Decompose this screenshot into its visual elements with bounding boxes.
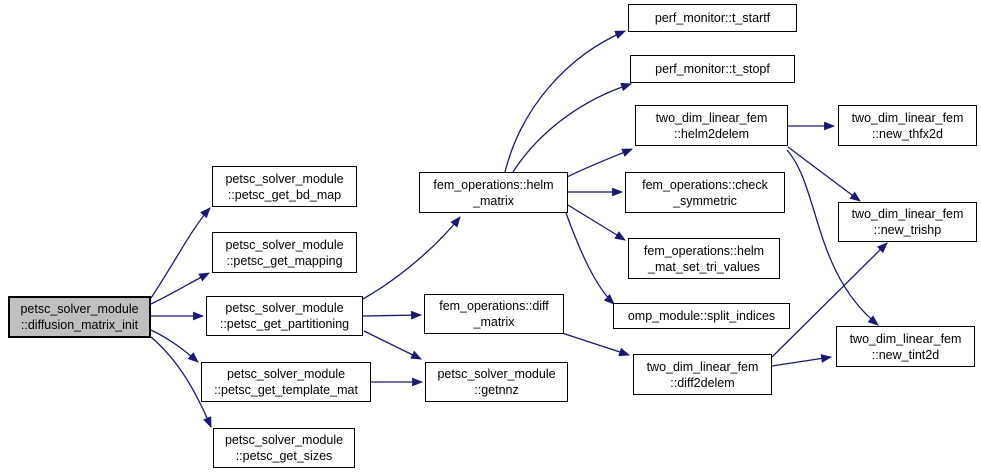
edge-helm-matrix-to-helm-mat-set-tri-values: [567, 204, 626, 241]
edge-diff2delem-to-new-trishp: [771, 242, 888, 358]
node-label: petsc_solver_module ::diffusion_matrix_i…: [20, 302, 139, 332]
node-label: two_dim_linear_fem ::new_tint2d: [849, 331, 962, 362]
edge-petsc-get-partitioning-to-helm-matrix: [362, 216, 461, 300]
node-label: two_dim_linear_fem ::new_trishp: [851, 207, 964, 237]
node-label: petsc_solver_module ::petsc_get_sizes: [224, 433, 344, 463]
node-label: two_dim_linear_fem ::new_thfx2d: [851, 110, 964, 141]
edge-diffusion-matrix-init-to-petsc-get-sizes: [150, 336, 212, 429]
node-petsc-get-partitioning[interactable]: petsc_solver_module ::petsc_get_partitio…: [206, 296, 363, 336]
node-label: two_dim_linear_fem ::helm2delem: [655, 110, 768, 141]
node-petsc-get-mapping[interactable]: petsc_solver_module ::petsc_get_mapping: [212, 232, 357, 273]
node-label: petsc_solver_module ::petsc_get_bd_map: [225, 171, 344, 202]
edge-diffusion-matrix-init-to-petsc-get-mapping: [150, 272, 210, 305]
node-petsc-get-sizes[interactable]: petsc_solver_module ::petsc_get_sizes: [213, 428, 355, 468]
node-diffusion-matrix-init: petsc_solver_module ::diffusion_matrix_i…: [8, 296, 151, 338]
node-label: petsc_solver_module ::petsc_get_partitio…: [219, 301, 350, 331]
node-petsc-get-bd-map[interactable]: petsc_solver_module ::petsc_get_bd_map: [212, 166, 357, 207]
edge-helm-matrix-to-t-stopf: [512, 82, 633, 173]
edge-petsc-get-partitioning-to-diff-matrix: [362, 310, 423, 320]
node-label: petsc_solver_module ::getnnz: [437, 367, 556, 397]
node-label: omp_module::split_indices: [627, 309, 776, 323]
edge-diffusion-matrix-init-to-petsc-get-template-mat: [150, 329, 199, 363]
node-label: fem_operations::diff _matrix: [439, 299, 549, 329]
edge-diff-matrix-to-diff2delem: [561, 332, 631, 357]
node-t-startf[interactable]: perf_monitor::t_startf: [628, 4, 797, 32]
edge-diffusion-matrix-init-to-petsc-get-bd-map: [150, 207, 211, 299]
node-petsc-get-template-mat[interactable]: petsc_solver_module ::petsc_get_template…: [201, 362, 371, 402]
edge-petsc-get-partitioning-to-getnnz: [363, 330, 422, 360]
node-helm2delem[interactable]: two_dim_linear_fem ::helm2delem: [635, 105, 788, 146]
node-label: two_dim_linear_fem ::diff2delem: [646, 359, 759, 390]
edge-helm2delem-to-new-trishp: [787, 146, 861, 202]
edge-helm-matrix-to-helm2delem: [566, 148, 634, 178]
edge-helm-matrix-to-split-indices: [565, 212, 615, 305]
node-new-thfx2d[interactable]: two_dim_linear_fem ::new_thfx2d: [838, 105, 977, 146]
node-label: petsc_solver_module ::petsc_get_mapping: [225, 237, 344, 268]
node-getnnz[interactable]: petsc_solver_module ::getnnz: [425, 362, 568, 402]
node-label: fem_operations::helm _mat_set_tri_values: [643, 243, 765, 274]
node-label: fem_operations::check _symmetric: [642, 177, 768, 208]
edge-helm2delem-to-new-tint2d: [786, 149, 879, 326]
node-t-stopf[interactable]: perf_monitor::t_stopf: [630, 55, 795, 83]
node-label: fem_operations::helm _matrix: [433, 177, 554, 208]
edge-diff2delem-to-new-tint2d: [771, 354, 833, 367]
node-label: perf_monitor::t_stopf: [655, 62, 770, 76]
edge-helm-matrix-to-t-startf: [504, 30, 627, 173]
node-helm-mat-set-tri-values[interactable]: fem_operations::helm _mat_set_tri_values: [628, 238, 780, 279]
node-diff-matrix[interactable]: fem_operations::diff _matrix: [424, 294, 564, 334]
node-new-trishp[interactable]: two_dim_linear_fem ::new_trishp: [838, 202, 977, 242]
node-label: perf_monitor::t_startf: [654, 11, 771, 25]
node-split-indices[interactable]: omp_module::split_indices: [613, 303, 790, 329]
node-check-symmetric[interactable]: fem_operations::check _symmetric: [625, 172, 785, 213]
node-diff2delem[interactable]: two_dim_linear_fem ::diff2delem: [633, 354, 772, 395]
node-new-tint2d[interactable]: two_dim_linear_fem ::new_tint2d: [836, 326, 975, 367]
node-helm-matrix[interactable]: fem_operations::helm _matrix: [419, 172, 568, 213]
node-label: petsc_solver_module ::petsc_get_template…: [214, 367, 358, 397]
